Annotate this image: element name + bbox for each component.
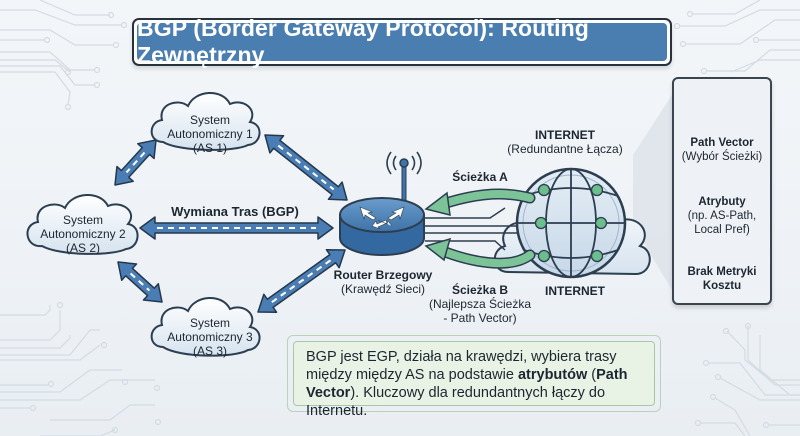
panel-step2-title: Atrybuty [698, 196, 746, 208]
arrow-as2-router [139, 216, 334, 240]
circuit-decoration-bottom-right [694, 322, 800, 436]
internet-top-name: INTERNET [535, 128, 595, 142]
panel-step2-subtitle-1: (np. AS-Path, [687, 210, 757, 222]
router-name: Router Brzegowy [333, 268, 433, 282]
as2-label-line1: System [62, 213, 103, 227]
note-text-part3: ). Kluczowy dla redundantnych łączy do I… [306, 385, 606, 419]
note-frame [287, 335, 661, 412]
path-a-arrow [424, 188, 536, 216]
internet-top-label: INTERNET (Redundantne Łącza) [505, 128, 625, 156]
title-banner: BGP (Border Gateway Protocol): Routing Z… [132, 15, 672, 68]
as2-label: System Autonomiczny 2 (AS 2) [33, 213, 133, 255]
arrow-as2-as3 [117, 261, 163, 303]
route-arrows [114, 134, 348, 314]
panel-step2-subtitle-2: Local Pref) [694, 224, 750, 236]
path-b-label: Ścieżka B (Najlepsza Ścieżka - Path Vect… [425, 283, 535, 325]
path-b-subtitle-1: (Najlepsza Ścieżka [428, 297, 532, 311]
cloud-as1 [150, 92, 261, 151]
as3-label-line1: System [189, 316, 230, 330]
as3-label: System Autonomiczny 3 (AS 3) [160, 316, 260, 358]
note-text-part1: BGP jest EGP, działa na krawędzi, wybier… [306, 349, 617, 383]
summary-note: BGP jest EGP, działa na krawędzi, wybier… [293, 341, 655, 419]
arrow-as1-router [264, 134, 348, 201]
as2-label-line3: (AS 2) [65, 241, 100, 255]
router-subtitle: (Krawędź Sieci) [340, 282, 426, 296]
circuit-decoration-top-right [673, 0, 800, 75]
as1-label: System Autonomiczny 1 (AS 1) [160, 113, 260, 155]
summary-note-text: BGP jest EGP, działa na krawędzi, wybier… [306, 348, 651, 420]
as1-label-line3: (AS 1) [192, 141, 227, 155]
router-icon [339, 151, 425, 256]
as2-label-line2: Autonomiczny 2 [40, 227, 126, 241]
circuit-decoration-bottom-left [0, 301, 162, 436]
path-b-subtitle-2: - Path Vector) [443, 311, 517, 325]
route-exchange-label: Wymiana Tras (BGP) [171, 204, 299, 219]
path-a-label: Ścieżka A [452, 170, 508, 184]
panel-step3-line1: Brak Metryki [687, 266, 757, 278]
router-label: Router Brzegowy (Krawędź Sieci) [325, 268, 441, 296]
cloud-as2 [26, 194, 139, 255]
as3-label-line2: Autonomiczny 3 [167, 330, 253, 344]
path-b-name: Ścieżka B [451, 283, 509, 297]
cloud-as3 [150, 297, 261, 357]
as3-label-line3: (AS 3) [192, 344, 227, 358]
internet-top-subtitle: (Redundantne Łącza) [507, 142, 623, 156]
arrow-as1-as2 [114, 139, 157, 186]
note-text-bold-attributes: atrybutów [517, 367, 588, 383]
note-text-bold-path-vector: Path Vector [306, 367, 628, 401]
as1-label-line1: System [189, 113, 230, 127]
circuit-decoration-top-left [0, 0, 128, 111]
internet-bottom-label: INTERNET [545, 284, 605, 298]
arrow-as3-router [257, 248, 346, 314]
panel-step3-line2: Kosztu [702, 280, 742, 292]
globe-icon [515, 167, 627, 279]
as1-label-line2: Autonomiczny 1 [167, 127, 253, 141]
path-selection-panel: Path Vector (Wybór Ścieżki) Atrybuty (np… [672, 77, 772, 305]
panel-step1-title: Path Vector [690, 137, 754, 149]
page-title: BGP (Border Gateway Protocol): Routing Z… [137, 15, 667, 68]
path-b-arrow [424, 237, 536, 269]
note-text-part2: ( [587, 367, 597, 383]
panel-step1-subtitle: (Wybór Ścieżki) [681, 151, 763, 163]
